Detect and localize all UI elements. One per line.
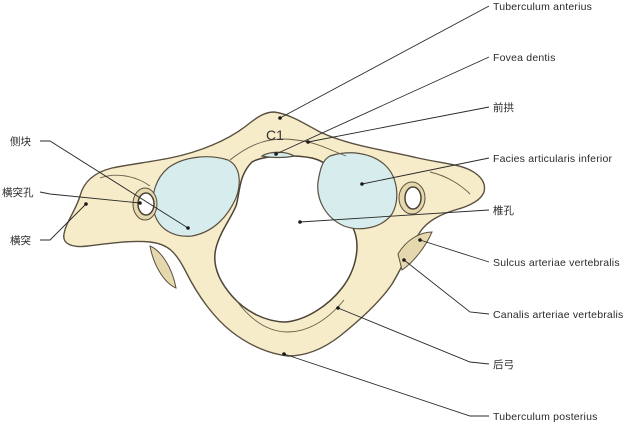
label-transverse-process: 横突 [10, 234, 31, 247]
label-lateral-mass: 侧块 [10, 135, 31, 148]
fovea-dentis-shape [260, 151, 296, 159]
vertebra-label: C1 [266, 127, 284, 143]
leader-lines [39, 5, 490, 417]
right-articular-facet [317, 152, 398, 230]
right-transverse-foramen [404, 186, 422, 210]
label-facies-articularis-inferior: Facies articularis inferior [493, 153, 612, 165]
label-sulcus-arteriae-vertebralis: Sulcus arteriae vertebralis [493, 257, 620, 269]
posterior-arch-contour [235, 299, 345, 333]
anchor-dots [84, 116, 422, 356]
label-tuberculum-posterius: Tuberculum posterius [493, 411, 598, 423]
left-lateral-contour [99, 174, 151, 187]
label-posterior-arch: 后弓 [493, 359, 514, 371]
label-tuberculum-anterius: Tuberculum anterius [493, 1, 592, 13]
label-canalis-arteriae-vertebralis: Canalis arteriae vertebralis [493, 309, 624, 321]
label-anterior-arch: 前拱 [493, 101, 514, 114]
label-fovea-dentis: Fovea dentis [493, 52, 556, 64]
label-vertebral-foramen: 椎孔 [493, 204, 514, 217]
right-lateral-contour [429, 171, 471, 195]
label-transverse-foramen: 横突孔 [2, 186, 34, 199]
left-arterial-groove [149, 245, 177, 289]
anterior-arch-contour [229, 138, 347, 161]
